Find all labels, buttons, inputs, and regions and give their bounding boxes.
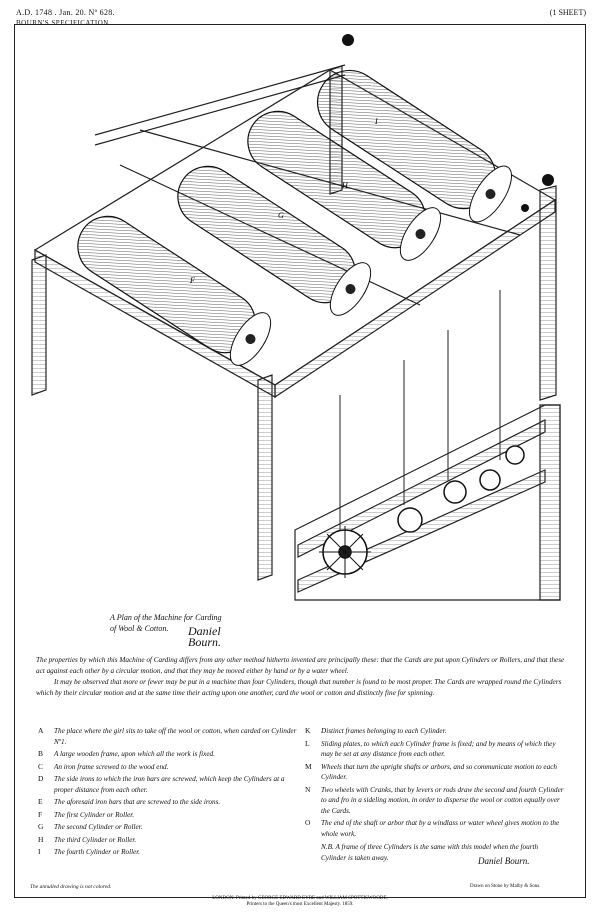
description-text: The properties by which this Machine of …	[36, 655, 566, 699]
legend-text: The second Cylinder or Roller.	[54, 823, 143, 831]
legend-text: An iron frame screwed to the wood end.	[54, 762, 169, 771]
sheet-label: (1 SHEET)	[549, 8, 586, 17]
legend-key: A	[38, 726, 44, 735]
roller-label-g: G	[278, 211, 284, 220]
carding-machine-drawing: F G H I	[31, 34, 561, 601]
legend-key: K	[305, 726, 311, 735]
legend-key: H	[38, 834, 44, 844]
roller-label-f: F	[189, 276, 195, 285]
legend-text: Wheels that turn the upright shafts or a…	[321, 762, 557, 782]
legend-item: F The first Cylinder or Roller.	[36, 810, 298, 821]
footer-note: The annulled drawing is not colored.	[30, 884, 112, 890]
legend-key: N	[305, 784, 311, 794]
legend-key: O	[305, 818, 311, 827]
legend-text: Two wheels with Cranks, that by levers o…	[321, 785, 564, 815]
legend-key: C	[38, 761, 44, 771]
caption-line-2: of Wool & Cotton.	[110, 624, 169, 633]
nb-note: N.B. A frame of three Cylinders is the s…	[321, 843, 539, 862]
legend-item: I The fourth Cylinder or Roller.	[36, 847, 298, 858]
intro-paragraph-2: It may be observed that more or fewer ma…	[36, 678, 562, 697]
legend-text: Distinct frames belonging to each Cylind…	[321, 727, 447, 735]
legend-text: The end of the shaft or arbor that by a …	[321, 819, 560, 838]
legend-item: G The second Cylinder or Roller.	[36, 822, 298, 833]
legend-item: C An iron frame screwed to the wood end.	[36, 762, 298, 773]
lithographer-credit: Drawn on Stone by Malby & Sons.	[470, 884, 541, 889]
date-line: A.D. 1748 . Jan. 20. Nº 628.	[16, 8, 115, 17]
legend-key: F	[38, 809, 43, 819]
legend-key: I	[38, 847, 41, 856]
legend-right: K Distinct frames belonging to each Cylin…	[303, 726, 565, 863]
printer-imprint: LONDON: Printed by GEORGE EDWARD EYRE an…	[200, 896, 400, 908]
legend-item: B A large wooden frame, upon which all th…	[36, 749, 298, 760]
legend-text: Sliding plates, to which each Cylinder f…	[321, 739, 556, 759]
legend-text: The fourth Cylinder or Roller.	[54, 848, 141, 856]
roller-label-h: H	[341, 181, 349, 190]
header-left: A.D. 1748 . Jan. 20. Nº 628. BOURN'S SPE…	[16, 8, 115, 28]
legend-item: O The end of the shaft or arbor that by a…	[303, 818, 565, 839]
legend-item: A The place where the girl sits to take o…	[36, 726, 298, 747]
legend-text: The place where the girl sits to take of…	[54, 727, 297, 746]
legend-item: N Two wheels with Cranks, that by levers …	[303, 785, 565, 817]
author-signature: Daniel Bourn.	[478, 856, 530, 866]
plate-border	[14, 24, 586, 898]
roller-label-i: I	[374, 117, 378, 126]
legend-key: L	[305, 738, 310, 748]
legend-item: D The side irons to which the iron bars a…	[36, 774, 298, 795]
specification-title: BOURN'S SPECIFICATION.	[16, 19, 112, 27]
legend-text: The aforesaid iron bars that are screwed…	[54, 798, 221, 806]
figure-caption: A Plan of the Machine for Carding of Woo…	[110, 612, 222, 648]
legend-item: H The third Cylinder or Roller.	[36, 835, 298, 846]
caption-signature: Daniel Bourn.	[188, 624, 221, 649]
legend-item: K Distinct frames belonging to each Cylin…	[303, 726, 565, 737]
legend-item: M Wheels that turn the upright shafts or …	[303, 762, 565, 783]
legend-item: L Sliding plates, to which each Cylinder …	[303, 739, 565, 760]
legend-text: The third Cylinder or Roller.	[54, 835, 137, 844]
printer-line-2: Printers to the Queen's most Excellent M…	[246, 902, 354, 907]
legend-text: A large wooden frame, upon which all the…	[54, 750, 215, 758]
legend-item: E The aforesaid iron bars that are screwe…	[36, 797, 298, 808]
legend-key: B	[38, 749, 44, 758]
rollers	[77, 69, 512, 366]
intro-paragraph-1: The properties by which this Machine of …	[36, 656, 565, 675]
legend-key: M	[305, 761, 312, 771]
legend-text: The first Cylinder or Roller.	[54, 810, 135, 819]
legend-key: D	[38, 774, 44, 783]
legend-key: G	[38, 822, 44, 831]
legend-text: The side irons to which the iron bars ar…	[54, 775, 285, 794]
printer-line-1: LONDON: Printed by GEORGE EDWARD EYRE an…	[212, 896, 388, 901]
legend-left: A The place where the girl sits to take o…	[36, 726, 298, 860]
legend-key: E	[38, 797, 43, 806]
caption-line-1: A Plan of the Machine for Carding	[110, 613, 222, 622]
